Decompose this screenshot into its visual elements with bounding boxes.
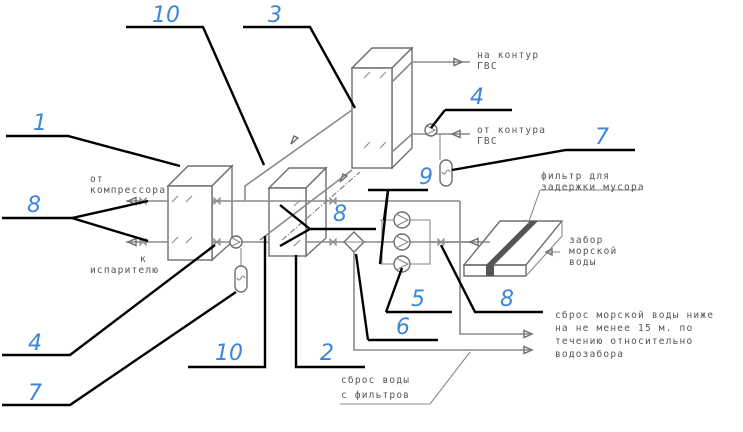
note-sea-discharge-4: водозабора (555, 349, 624, 360)
note-sea-intake-1: забор (569, 235, 604, 246)
note-to-evaporator-2: испарителю (90, 265, 159, 276)
note-debris-filter-1: фильтр для (541, 171, 610, 182)
note-from-dhw-2: ГВС (477, 136, 498, 147)
position-4-top: 4 (470, 85, 484, 110)
position-8-hx: 8 (333, 202, 347, 227)
position-9: 9 (419, 165, 433, 190)
note-sea-discharge-2: на не менее 15 м. по (555, 323, 693, 334)
note-sea-discharge-3: течению относительно (555, 336, 693, 347)
position-numbers: 10 3 1 4 7 9 8 8 5 6 8 2 4 7 10 (27, 3, 609, 406)
position-4-bottom: 4 (28, 331, 42, 356)
position-7-top: 7 (595, 125, 609, 150)
note-to-dhw-1: на контур (477, 50, 539, 61)
note-to-dhw-2: ГВС (477, 61, 498, 72)
sea-water-intake (430, 220, 564, 277)
position-10-top: 10 (152, 3, 180, 28)
note-filter-discharge-2: с фильтров (341, 390, 410, 401)
note-sea-intake-2: морской (569, 246, 617, 257)
note-debris-filter-2: задержки мусора (541, 182, 645, 193)
note-sea-intake-3: воды (569, 257, 597, 268)
strainer-filter (343, 231, 365, 253)
heat-pump-unit (166, 164, 234, 262)
note-from-dhw-1: от контура (477, 125, 546, 136)
expansion-tank-9 (439, 159, 453, 187)
position-10-bottom: 10 (215, 341, 243, 366)
note-filter-discharge-1: сброс воды (341, 375, 410, 386)
position-3: 3 (268, 3, 282, 28)
note-from-compressor-2: компрессора (90, 185, 166, 196)
position-5: 5 (411, 287, 425, 312)
position-8-left: 8 (27, 193, 41, 218)
dhw-pump-4 (424, 123, 438, 137)
dhw-heat-exchanger (350, 46, 414, 170)
note-to-evaporator-1: к (140, 254, 147, 265)
discharge-pipes (340, 189, 640, 405)
position-8-intake: 8 (500, 287, 514, 312)
expansion-tank-7 (234, 248, 248, 293)
position-7-bottom: 7 (28, 381, 42, 406)
note-from-compressor-1: от (90, 174, 104, 185)
circulation-pump-4 (229, 235, 243, 249)
position-2: 2 (320, 341, 334, 366)
position-6: 6 (396, 315, 410, 340)
position-1: 1 (33, 111, 47, 136)
sea-water-pumps-5 (380, 211, 431, 273)
note-sea-discharge-1: сброс морской воды ниже (555, 310, 714, 321)
leader-lines (2, 25, 635, 407)
annotations: от компрессора к испарителю на контур ГВ… (90, 50, 714, 401)
